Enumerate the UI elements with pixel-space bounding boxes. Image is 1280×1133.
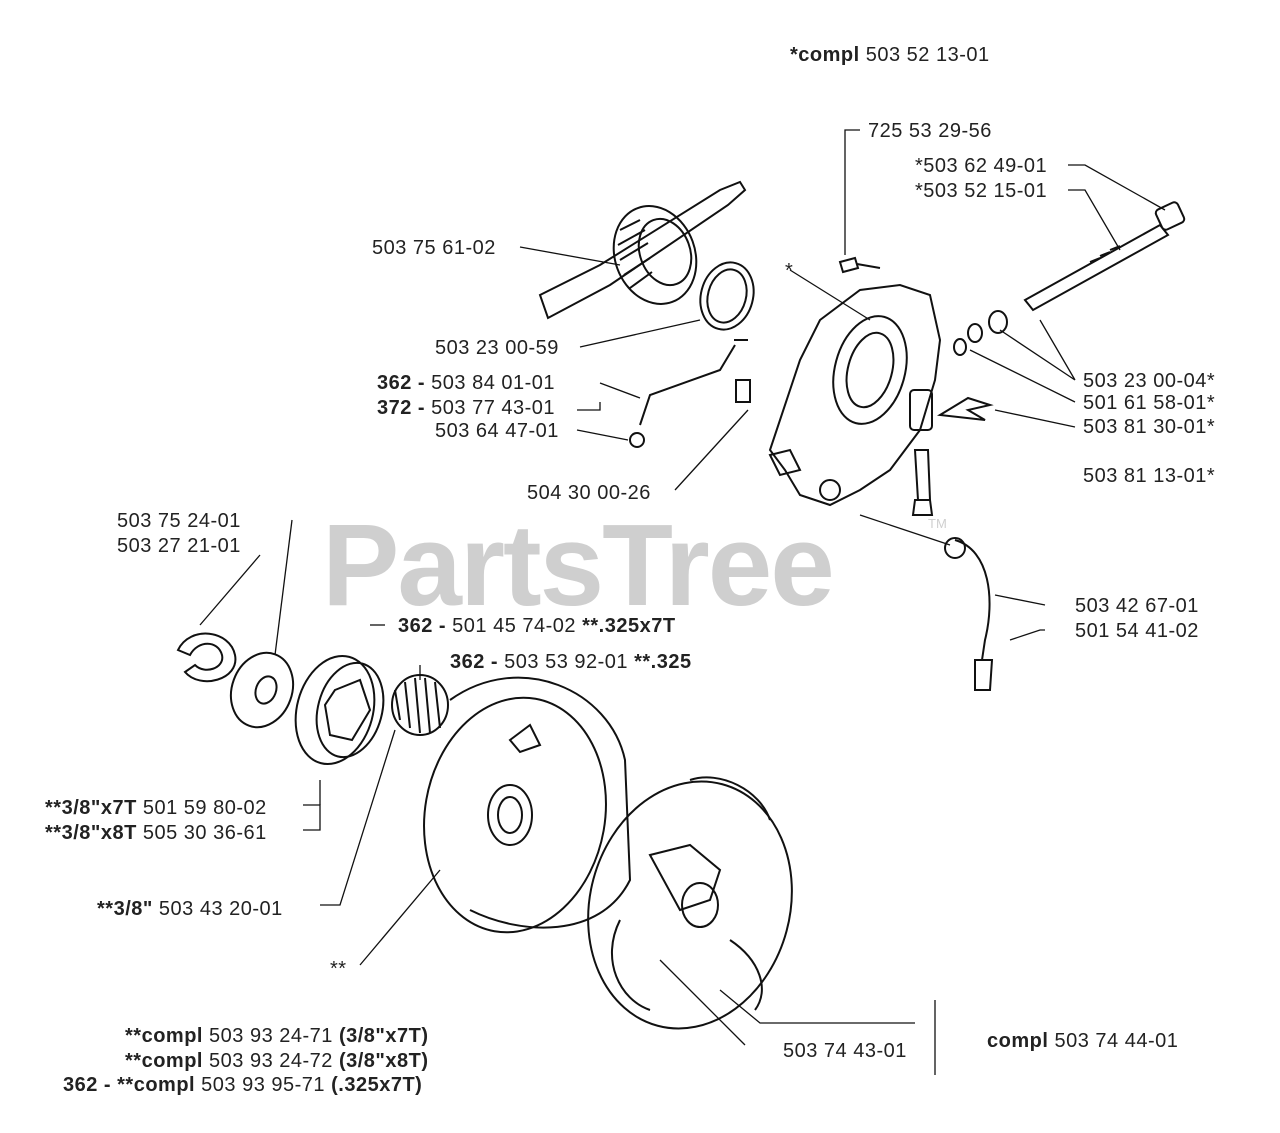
oil-pump-housing-part xyxy=(768,283,942,507)
label-501-61-58-01[interactable]: 501 61 58-01* xyxy=(1083,392,1216,414)
label-compl-503-93-95-71[interactable]: 362 - **compl 503 93 95-71 (.325x7T) xyxy=(63,1074,423,1096)
washer-part xyxy=(229,651,295,729)
label-725-53-29-56[interactable]: 725 53 29-56 xyxy=(868,120,992,142)
label-503-23-00-04[interactable]: 503 23 00-04* xyxy=(1083,370,1216,392)
label-501-45-74-02[interactable]: 362 - 501 45 74-02 **.325x7T xyxy=(398,615,676,637)
label-503-77-43-01[interactable]: 372 - 503 77 43-01 xyxy=(377,397,556,419)
clutch-assembly-part xyxy=(587,776,793,1030)
label-503-52-15-01[interactable]: *503 52 15-01 xyxy=(915,180,1048,202)
label-503-43-20-01[interactable]: **3/8" 503 43 20-01 xyxy=(97,898,283,920)
leader-lines xyxy=(199,129,1166,1075)
label-505-30-36-61[interactable]: **3/8"x8T 505 30 36-61 xyxy=(45,822,267,844)
label-compl-503-93-24-71[interactable]: **compl 503 93 24-71 (3/8"x7T) xyxy=(125,1025,429,1047)
ring-part xyxy=(699,261,755,331)
needle-bearing-part xyxy=(391,674,449,736)
label-503-74-43-01[interactable]: 503 74 43-01 xyxy=(783,1040,907,1062)
pin-part xyxy=(911,449,934,516)
circlip-part xyxy=(176,632,237,682)
label-503-64-47-01[interactable]: 503 64 47-01 xyxy=(435,420,559,442)
oil-hose-part xyxy=(954,539,994,691)
bar-tool-part xyxy=(538,180,747,320)
label-504-30-00-26[interactable]: 504 30 00-26 xyxy=(527,482,651,504)
label-compl-top[interactable]: *compl 503 52 13-01 xyxy=(790,44,990,66)
label-503-23-00-59[interactable]: 503 23 00-59 xyxy=(435,337,559,359)
label-compl-503-93-24-72[interactable]: **compl 503 93 24-72 (3/8"x8T) xyxy=(125,1050,429,1072)
label-503-53-92-01[interactable]: 362 - 503 53 92-01 **.325 xyxy=(450,651,692,673)
label-503-27-21-01[interactable]: 503 27 21-01 xyxy=(117,535,241,557)
label-501-54-41-02[interactable]: 501 54 41-02 xyxy=(1075,620,1199,642)
label-double-star: ** xyxy=(330,958,347,980)
clip-part xyxy=(936,396,994,421)
trademark-mark: TM xyxy=(928,516,947,531)
label-503-42-67-01[interactable]: 503 42 67-01 xyxy=(1075,595,1199,617)
label-503-75-61-02[interactable]: 503 75 61-02 xyxy=(372,237,496,259)
clutch-drum-part xyxy=(423,676,632,934)
pump-shaft-part xyxy=(1023,201,1186,312)
label-501-59-80-02[interactable]: **3/8"x7T 501 59 80-02 xyxy=(45,797,267,819)
oil-pipe-part xyxy=(639,339,748,426)
screw-part xyxy=(838,256,881,274)
label-503-75-24-01[interactable]: 503 75 24-01 xyxy=(117,510,241,532)
label-503-62-49-01[interactable]: *503 62 49-01 xyxy=(915,155,1048,177)
label-star: * xyxy=(785,260,794,282)
label-503-81-13-01[interactable]: 503 81 13-01* xyxy=(1083,465,1216,487)
rim-sprocket-part xyxy=(294,654,385,766)
label-503-84-01-01[interactable]: 362 - 503 84 01-01 xyxy=(377,372,556,394)
label-503-81-30-01[interactable]: 503 81 30-01* xyxy=(1083,416,1216,438)
partstree-watermark: PartsTree xyxy=(322,500,835,630)
label-compl-503-74-44-01[interactable]: compl 503 74 44-01 xyxy=(987,1030,1179,1052)
